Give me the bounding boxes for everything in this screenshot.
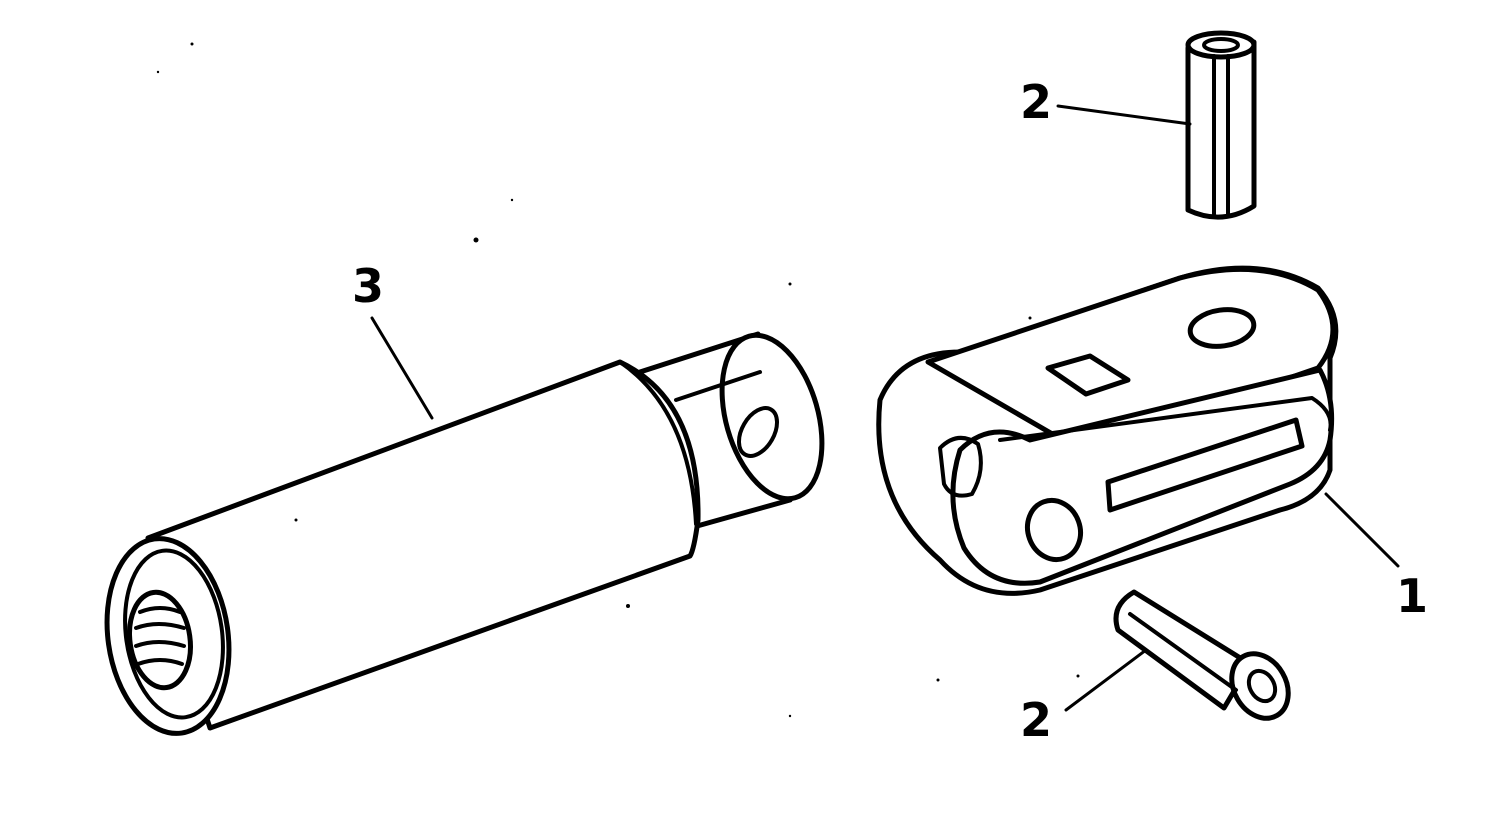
roll-pin-top-bore [1202,37,1240,53]
connector-end-rim [123,548,225,720]
clevis-side-slot [1105,417,1305,513]
callout-part-1: 1 [1396,569,1428,623]
part-2-roll-pin-bottom [1113,589,1291,721]
connector-thread-lines [134,606,186,666]
roll-pin-top-split [1212,54,1230,216]
scan-specks [156,42,1080,718]
part-2-roll-pin-top [1185,30,1257,220]
callout-part-2-bottom: 2 [1020,693,1052,747]
roll-pin-bottom-bore [1246,668,1278,704]
part-3-threaded-connector [104,331,825,736]
clevis-top-pin-hole [1187,307,1257,349]
callout-part-3: 3 [352,259,384,313]
leader-line-part-2-top [1056,104,1192,126]
connector-shank-edge [674,370,762,402]
leader-line-part-2-bottom [1064,648,1148,712]
roll-pin-bottom-end [1229,651,1291,721]
callout-part-2-top: 2 [1020,75,1052,129]
part-1-clevis [876,265,1339,596]
connector-barrel-shoulder [618,360,698,526]
connector-barrel [145,359,701,731]
leader-line-part-1 [1324,492,1400,568]
clevis-slot-window [1045,353,1131,397]
clevis-front-pin-hole [1025,497,1083,563]
clevis-inner-yoke [938,436,983,498]
roll-pin-bottom-split [1128,612,1238,692]
connector-cross-hole [737,406,779,458]
roll-pin-top-end [1185,30,1257,60]
clevis-prong-gap [998,396,1333,442]
roll-pin-top-body [1185,39,1257,220]
leader-line-part-3 [370,316,434,420]
